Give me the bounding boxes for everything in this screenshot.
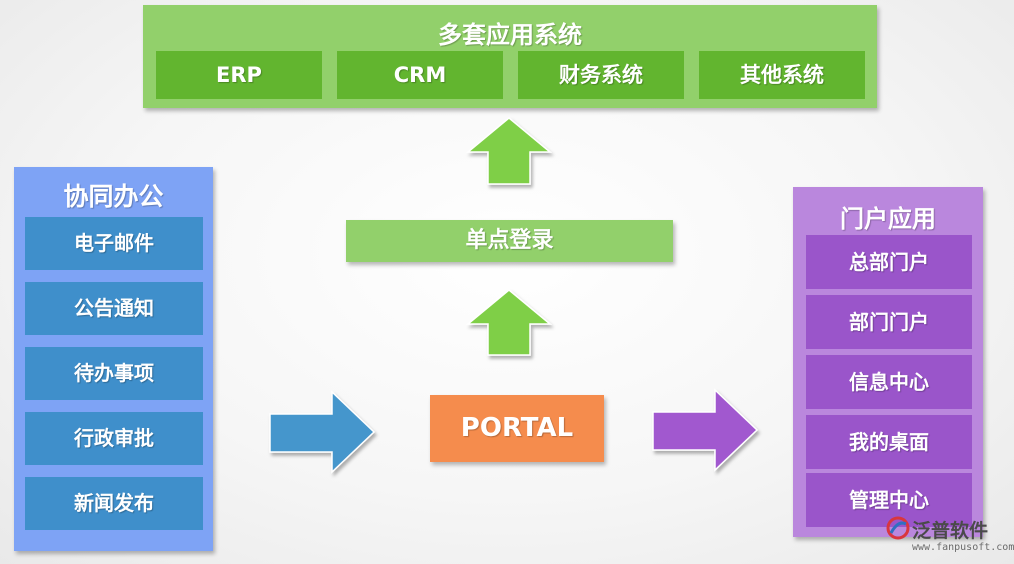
portal-box: PORTAL (430, 395, 604, 462)
brand-logo-icon (886, 516, 910, 540)
portal-app-department: 部门门户 (806, 295, 972, 349)
portal-apps-title: 门户应用 (840, 205, 936, 233)
portal-app-headquarters: 总部门户 (806, 235, 972, 289)
collaboration-item-notice: 公告通知 (25, 282, 203, 335)
portal-app-my-desktop: 我的桌面 (806, 415, 972, 469)
arrow-up-to-systems (465, 117, 553, 185)
single-sign-on-box: 单点登录 (346, 220, 673, 262)
arrow-right-to-portal (269, 390, 376, 474)
brand-name: 泛普软件 (912, 520, 989, 542)
brand-url: www.fanpusoft.com (912, 542, 1014, 553)
collaboration-item-todo: 待办事项 (25, 347, 203, 400)
app-system-finance: 财务系统 (518, 51, 684, 99)
app-systems-title: 多套应用系统 (438, 21, 582, 49)
app-system-other: 其他系统 (699, 51, 865, 99)
arrow-up-to-sso (465, 289, 553, 356)
collaboration-item-news: 新闻发布 (25, 477, 203, 530)
collaboration-item-email: 电子邮件 (25, 217, 203, 270)
collaboration-panel: 协同办公 电子邮件 公告通知 待办事项 行政审批 新闻发布 (14, 167, 213, 551)
portal-app-info-center: 信息中心 (806, 355, 972, 409)
portal-apps-panel: 门户应用 总部门户 部门门户 信息中心 我的桌面 管理中心 (793, 187, 983, 537)
collaboration-title: 协同办公 (63, 182, 164, 211)
app-system-crm: CRM (337, 51, 503, 99)
app-system-erp: ERP (156, 51, 322, 99)
brand-watermark: 泛普软件 www.fanpusoft.com (886, 512, 1014, 560)
portal-app-management: 管理中心 (806, 473, 972, 527)
app-systems-panel: 多套应用系统 ERP CRM 财务系统 其他系统 (143, 5, 877, 108)
arrow-right-to-portal-apps (652, 388, 759, 472)
collaboration-item-approval: 行政审批 (25, 412, 203, 465)
